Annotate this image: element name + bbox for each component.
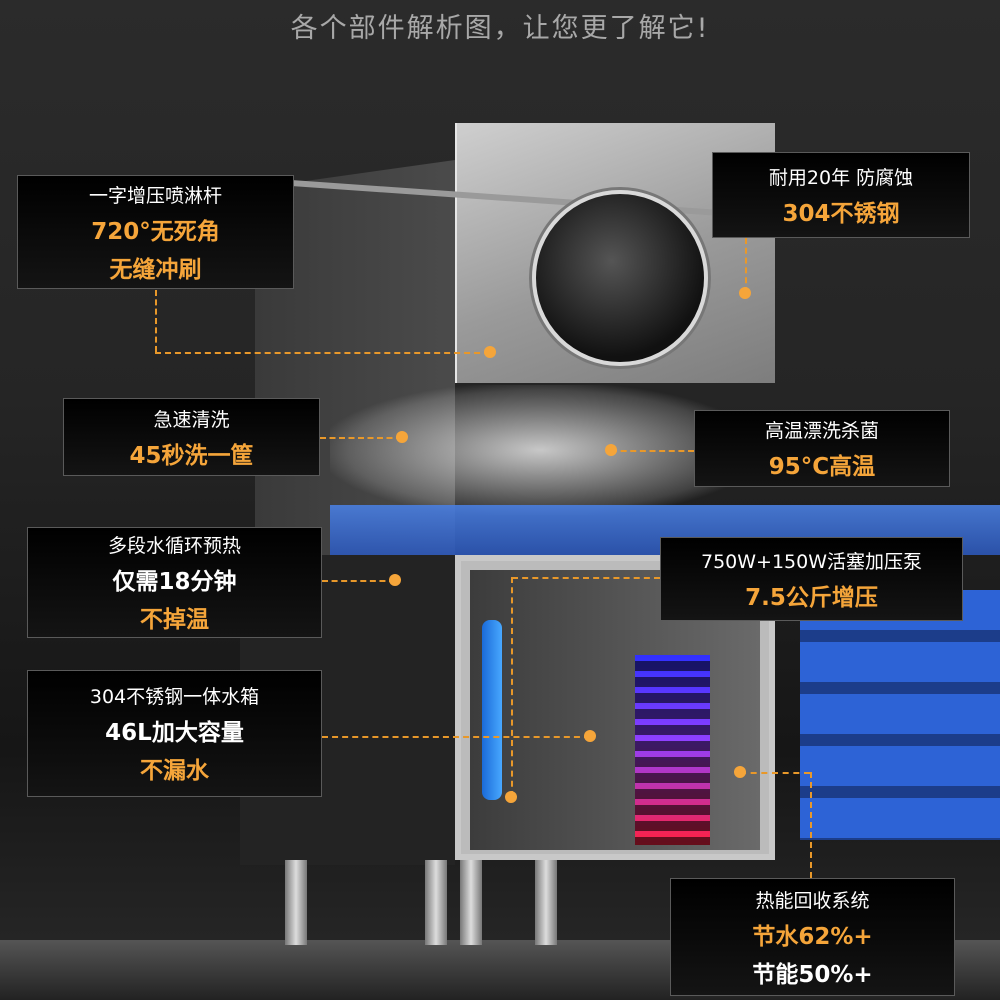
machine-leg (460, 860, 482, 945)
leader-line (511, 577, 513, 797)
leader-line (322, 736, 590, 738)
headline: 各个部件解析图，让您更了解它! (290, 13, 710, 44)
callout-pump: 750W+150W活塞加压泵 7.5公斤增压 (660, 537, 963, 621)
callout-highlight: 95°C高温 (768, 454, 876, 480)
stacked-racks (800, 590, 1000, 840)
leader-line (155, 290, 157, 352)
callout-title: 急速清洗 (153, 408, 230, 431)
callout-quick-wash: 急速清洗 45秒洗一筐 (63, 398, 320, 476)
callout-highlight: 不掉温 (140, 607, 209, 633)
callout-preheat: 多段水循环预热 仅需18分钟 不掉温 (27, 527, 322, 638)
callout-title: 热能回收系统 (755, 889, 870, 912)
marker-dot (734, 766, 746, 778)
callout-highlight: 720°无死角 (91, 218, 220, 245)
callout-title: 750W+150W活塞加压泵 (700, 550, 923, 573)
leader-line (740, 772, 810, 774)
heat-recovery-coils (635, 655, 710, 845)
callout-heat-recovery: 热能回收系统 节水62%+ 节能50%+ (670, 878, 955, 996)
leader-line (512, 577, 660, 579)
callout-title: 耐用20年 防腐蚀 (768, 166, 914, 189)
leader-line (155, 352, 490, 354)
callout-highlight: 不漏水 (140, 758, 209, 784)
callout-highlight: 45秒洗一筐 (129, 442, 254, 469)
machine-leg (285, 860, 307, 945)
callout-subtitle: 仅需18分钟 (112, 569, 237, 595)
callout-highlight: 节水62%+ (752, 923, 873, 950)
marker-dot (396, 431, 408, 443)
marker-dot (605, 444, 617, 456)
leader-line (322, 580, 395, 582)
callout-title: 多段水循环预热 (107, 535, 241, 557)
callout-title: 一字增压喷淋杆 (88, 184, 222, 207)
callout-water-tank: 304不锈钢一体水箱 46L加大容量 不漏水 (27, 670, 322, 797)
leader-line (745, 238, 747, 293)
leader-line (320, 437, 402, 439)
machine-leg (535, 860, 557, 945)
marker-dot (389, 574, 401, 586)
callout-title: 高温漂洗杀菌 (764, 420, 879, 442)
machine-leg (425, 860, 447, 945)
callout-spray-bar: 一字增压喷淋杆 720°无死角 无缝冲刷 (17, 175, 294, 289)
leader-line (810, 772, 812, 878)
water-pipe (482, 620, 502, 800)
callout-highlight: 304不锈钢 (782, 200, 900, 227)
callout-highlight: 无缝冲刷 (109, 256, 202, 283)
callout-subtitle: 节能50%+ (752, 961, 873, 988)
marker-dot (584, 730, 596, 742)
callout-high-temp-rinse: 高温漂洗杀菌 95°C高温 (694, 410, 950, 487)
callout-stainless-steel: 耐用20年 防腐蚀 304不锈钢 (712, 152, 970, 238)
marker-dot (484, 346, 496, 358)
marker-dot (505, 791, 517, 803)
leader-line (611, 450, 694, 452)
callout-title: 304不锈钢一体水箱 (89, 686, 260, 708)
hood-round-window (532, 190, 708, 366)
callout-highlight: 7.5公斤增压 (745, 584, 878, 611)
marker-dot (739, 287, 751, 299)
callout-subtitle: 46L加大容量 (105, 720, 244, 746)
